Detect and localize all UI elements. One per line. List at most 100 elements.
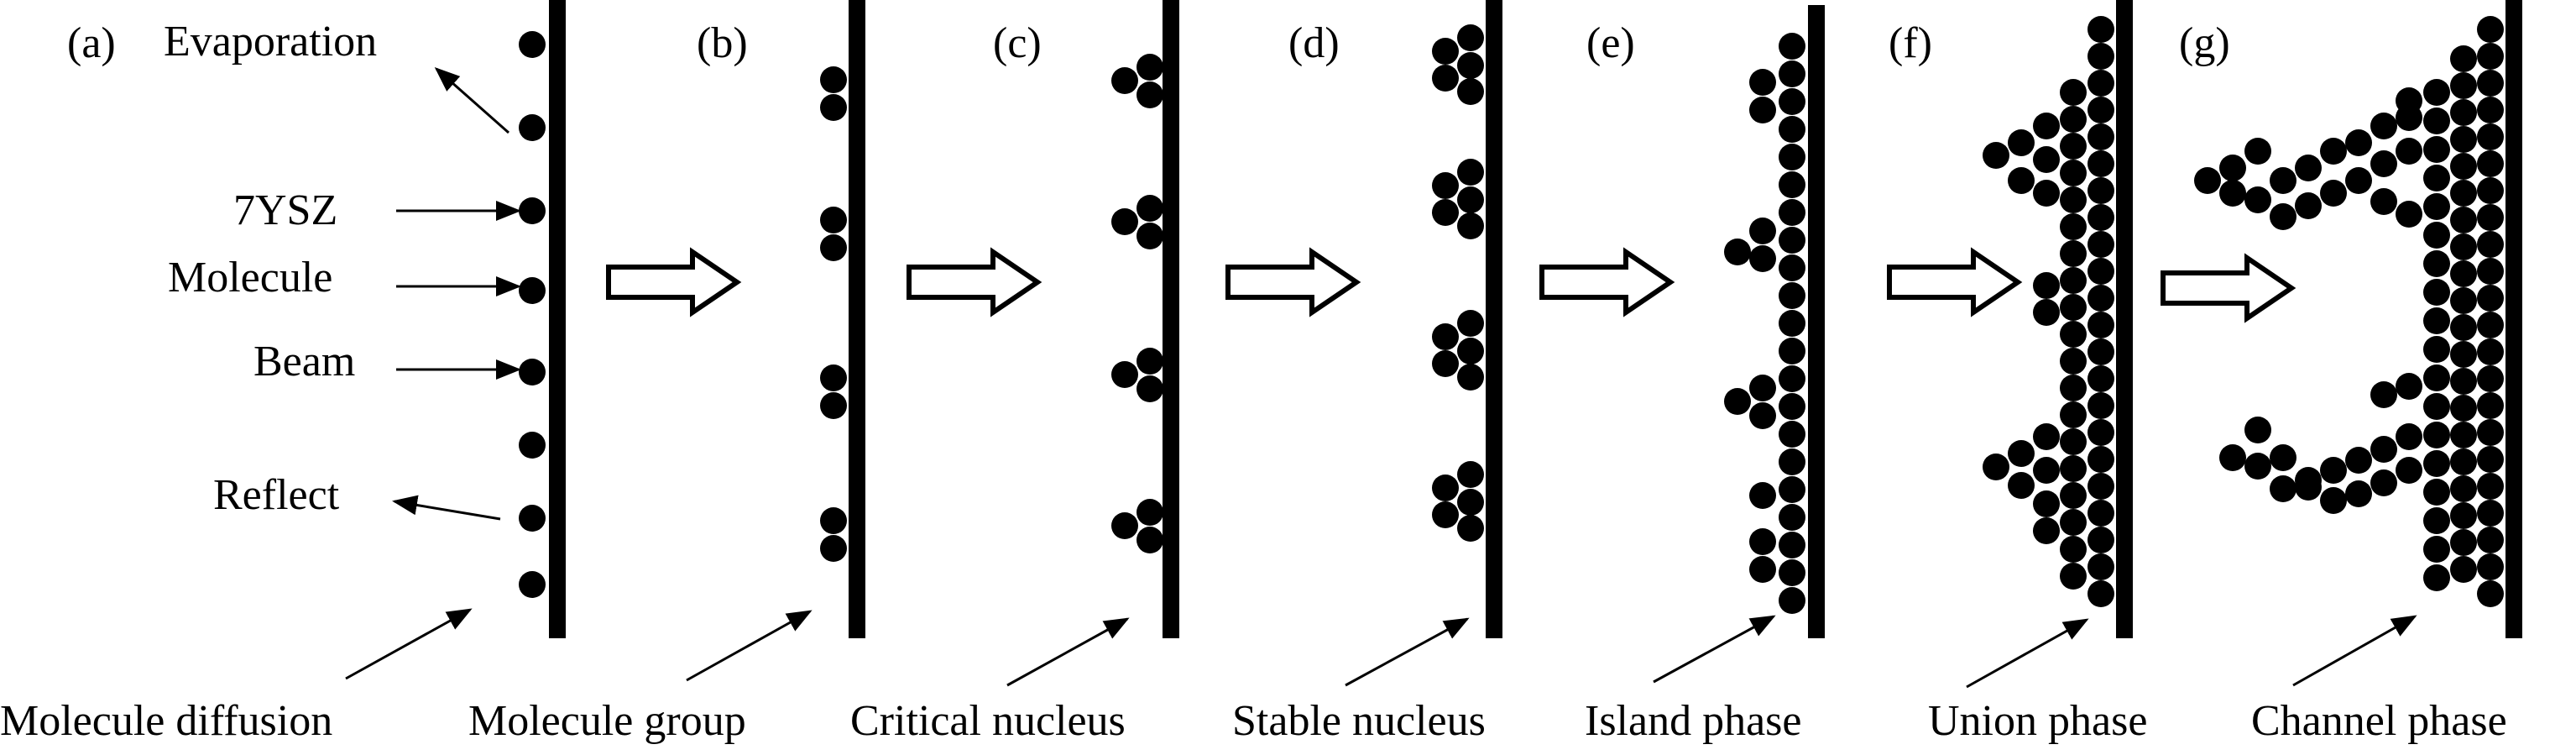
channel-molecule [2370, 150, 2397, 177]
channel-molecule [2423, 193, 2450, 220]
caption-pointer-e [1653, 615, 1776, 684]
channel-molecule [2423, 364, 2450, 391]
channel-molecule [2219, 444, 2246, 471]
channel-molecule [2423, 107, 2450, 134]
critical-nucleus [1136, 223, 1163, 249]
caption-d: Stable nucleus [1232, 697, 1486, 745]
caption-pointer-a [345, 608, 473, 680]
channel-molecule [2477, 338, 2504, 365]
island-molecule [1779, 254, 1805, 281]
stable-nucleus [1457, 515, 1484, 542]
channel-molecule [2295, 155, 2322, 181]
union-molecule [2060, 213, 2087, 240]
critical-nucleus [1136, 195, 1163, 222]
channel-molecule [2396, 423, 2422, 450]
island-molecule [1779, 144, 1805, 170]
union-molecule [2087, 285, 2114, 312]
island-molecule [1749, 402, 1776, 429]
island-molecule [1779, 393, 1805, 420]
island-molecule [1749, 218, 1776, 244]
channel-molecule [2423, 136, 2450, 163]
substrate-wall-g [2505, 0, 2522, 638]
channel-molecule [2477, 123, 2504, 150]
union-molecule [2087, 500, 2114, 527]
beam-label: Beam [253, 338, 355, 385]
union-molecule [2087, 97, 2114, 123]
substrate-wall-c [1163, 0, 1179, 638]
caption-pointer-b [686, 610, 813, 682]
caption-f: Union phase [1928, 697, 2147, 745]
critical-nucleus [1136, 527, 1163, 553]
channel-molecule [2423, 165, 2450, 191]
channel-molecule [2450, 233, 2477, 260]
channel-molecule [2477, 473, 2504, 500]
substrate-wall-f [2116, 0, 2133, 638]
union-molecule [2060, 186, 2087, 213]
island-molecule [1724, 239, 1751, 265]
molecule [519, 197, 546, 224]
union-molecule [2060, 106, 2087, 133]
union-molecule [2060, 294, 2087, 321]
critical-nucleus [1111, 208, 1138, 235]
union-molecule [2087, 70, 2114, 97]
union-molecule [2060, 240, 2087, 267]
channel-molecule [2423, 336, 2450, 363]
channel-molecule [2423, 279, 2450, 306]
stable-nucleus [1457, 24, 1484, 51]
channel-molecule [2423, 79, 2450, 106]
union-molecule [2087, 258, 2114, 285]
island-molecule [1779, 365, 1805, 392]
panel-letter-c: (c) [993, 19, 1042, 67]
channel-molecule [2423, 393, 2450, 420]
island-molecule [1724, 388, 1751, 415]
channel-molecule [2450, 368, 2477, 395]
channel-molecule [2396, 457, 2422, 484]
stable-nucleus [1457, 186, 1484, 213]
island-molecule [1779, 504, 1805, 531]
molecule-group [820, 234, 847, 261]
channel-molecule [2270, 203, 2296, 230]
union-molecule [1983, 142, 2009, 169]
union-molecule [2060, 160, 2087, 186]
union-molecule [2087, 580, 2114, 607]
molecule-label: Molecule [168, 254, 332, 301]
island-molecule [1779, 116, 1805, 143]
island-molecule [1779, 171, 1805, 198]
channel-molecule [2345, 129, 2372, 156]
channel-molecule [2450, 475, 2477, 502]
channel-molecule [2295, 474, 2322, 501]
evaporation-label: Evaporation [164, 18, 377, 66]
critical-nucleus [1111, 361, 1138, 388]
channel-molecule [2423, 307, 2450, 334]
channel-molecule [2244, 138, 2271, 165]
stable-nucleus [1432, 474, 1459, 501]
molecules-panel-f [1983, 16, 2114, 607]
channel-molecule [2477, 500, 2504, 527]
channel-molecule [2345, 167, 2372, 194]
substrate-wall-b [849, 0, 865, 638]
channel-molecule [2345, 480, 2372, 507]
channel-molecule [2450, 126, 2477, 153]
channel-molecule [2450, 287, 2477, 314]
union-molecule [1983, 454, 2009, 480]
union-molecule [2087, 204, 2114, 231]
union-molecule [2033, 146, 2060, 173]
channel-molecule [2219, 155, 2246, 181]
union-molecule [2087, 338, 2114, 365]
union-molecule [2060, 536, 2087, 563]
union-molecule [2087, 553, 2114, 580]
stable-nucleus [1457, 364, 1484, 391]
union-molecule [2087, 177, 2114, 204]
critical-nucleus [1136, 54, 1163, 81]
union-molecule [2008, 440, 2035, 467]
channel-molecule [2450, 341, 2477, 368]
channel-molecule [2450, 180, 2477, 207]
island-molecule [1779, 559, 1805, 586]
channel-molecule [2396, 201, 2422, 228]
island-molecule [1779, 532, 1805, 558]
critical-nucleus [1111, 67, 1138, 94]
stable-nucleus [1432, 38, 1459, 65]
molecules-panel-c [1111, 54, 1163, 553]
process-arrow-2 [907, 247, 1042, 317]
channel-molecule [2477, 392, 2504, 419]
